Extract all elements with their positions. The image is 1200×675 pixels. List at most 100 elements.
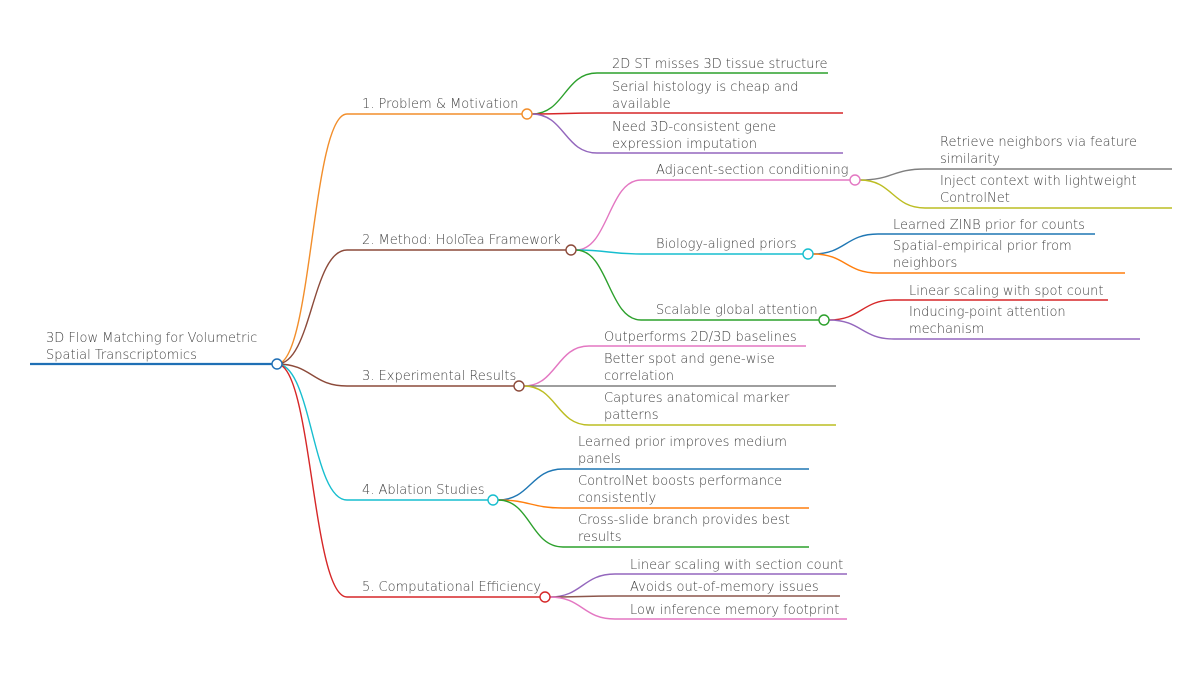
detail-connector <box>828 299 895 321</box>
root-topic-label-line: 3D Flow Matching for Volumetric <box>46 331 258 346</box>
subtopic-label-line: 2D ST misses 3D tissue structure <box>612 57 828 72</box>
subtopic-label-line: Linear scaling with section count <box>630 558 844 573</box>
subtopic-label-line: Biology-aligned priors <box>656 237 797 252</box>
subtopic-label: Captures anatomical marker patterns <box>604 390 789 424</box>
subtopic-node <box>818 314 830 326</box>
subtopic-label-line: Outperforms 2D/3D baselines <box>604 330 797 345</box>
subtopic-label-line: Serial histology is cheap and <box>612 80 799 95</box>
branch-node <box>521 108 533 120</box>
subtopic-label: Serial histology is cheap and available <box>612 79 799 113</box>
detail-label-line: Inject context with lightweight <box>940 174 1137 189</box>
subtopic-label: Better spot and gene-wise correlation <box>604 351 775 385</box>
subtopic-label-line: expression imputation <box>612 137 757 152</box>
detail-label-line: similarity <box>940 152 1000 167</box>
subtopic-label: Learned prior improves medium panels <box>578 434 787 468</box>
detail-label: Spatial-empirical prior from neighbors <box>893 238 1072 272</box>
branch-label: 2. Method: HoloTea Framework <box>362 232 561 249</box>
subtopic-connector <box>575 179 642 251</box>
branch-label: 1. Problem & Motivation <box>362 96 519 113</box>
subtopic-connector <box>531 112 598 115</box>
subtopic-label: Biology-aligned priors <box>656 236 797 253</box>
mindmap-edges <box>30 72 1172 620</box>
branch-label-line: 3. Experimental Results <box>362 369 517 384</box>
branch-label-line: 5. Computational Efficiency <box>362 580 542 595</box>
branch-node <box>539 591 551 603</box>
detail-label: Linear scaling with spot count <box>909 283 1103 300</box>
branch-connector <box>276 363 348 387</box>
subtopic-connector <box>531 113 598 154</box>
subtopic-label: Linear scaling with section count <box>630 557 843 574</box>
root-node <box>271 358 283 370</box>
subtopic-label-line: Avoids out-of-memory issues <box>630 580 819 595</box>
subtopic-label-line: available <box>612 97 671 112</box>
subtopic-connector <box>497 499 564 509</box>
subtopic-label: Avoids out-of-memory issues <box>630 579 819 596</box>
detail-label-line: Learned ZINB prior for counts <box>893 218 1085 233</box>
subtopic-connector <box>531 72 598 115</box>
subtopic-label-line: panels <box>578 452 621 467</box>
subtopic-connector <box>575 249 642 321</box>
mindmap-nodes <box>271 108 861 603</box>
branch-node <box>513 380 525 392</box>
subtopic-node <box>802 248 814 260</box>
subtopic-label: Outperforms 2D/3D baselines <box>604 329 797 346</box>
root-topic-label-line: Spatial Transcriptomics <box>46 348 197 363</box>
subtopic-label-line: Learned prior improves medium <box>578 435 787 450</box>
subtopic-connector <box>497 468 564 501</box>
subtopic-label-line: Cross-slide branch provides best <box>578 513 790 528</box>
branch-label-line: 2. Method: HoloTea Framework <box>362 233 561 248</box>
branch-connector <box>276 113 348 365</box>
subtopic-label-line: Low inference memory footprint <box>630 603 840 618</box>
detail-connector <box>812 233 879 255</box>
subtopic-node <box>849 174 861 186</box>
subtopic-connector <box>575 249 642 255</box>
subtopic-label-line: results <box>578 530 622 545</box>
detail-label-line: Retrieve neighbors via feature <box>940 135 1138 150</box>
branch-label-line: 4. Ablation Studies <box>362 483 485 498</box>
detail-label: Learned ZINB prior for counts <box>893 217 1085 234</box>
subtopic-label-line: Need 3D-consistent gene <box>612 120 777 135</box>
branch-node <box>487 494 499 506</box>
subtopic-label-line: patterns <box>604 408 659 423</box>
branch-label-line: 1. Problem & Motivation <box>362 97 519 112</box>
subtopic-connector <box>497 499 564 548</box>
detail-label-line: Inducing-point attention <box>909 305 1066 320</box>
branch-label: 5. Computational Efficiency <box>362 579 541 596</box>
subtopic-label-line: Scalable global attention <box>656 303 818 318</box>
subtopic-label: Scalable global attention <box>656 302 818 319</box>
subtopic-connector <box>523 385 590 426</box>
detail-connector <box>812 253 879 274</box>
subtopic-label: Cross-slide branch provides best results <box>578 512 790 546</box>
branch-label: 3. Experimental Results <box>362 368 516 385</box>
branch-label: 4. Ablation Studies <box>362 482 485 499</box>
subtopic-label: Need 3D-consistent gene expression imputa… <box>612 119 776 153</box>
branch-connector <box>276 363 348 598</box>
detail-label-line: ControlNet <box>940 191 1010 206</box>
detail-connector <box>828 319 895 340</box>
detail-connector <box>859 168 926 181</box>
detail-label: Retrieve neighbors via feature similarity <box>940 134 1137 168</box>
subtopic-label: Adjacent-section conditioning <box>656 162 848 179</box>
subtopic-connector <box>549 596 616 620</box>
detail-label: Inducing-point attention mechanism <box>909 304 1066 338</box>
subtopic-label-line: Captures anatomical marker <box>604 391 790 406</box>
detail-label-line: neighbors <box>893 256 958 271</box>
subtopic-label-line: ControlNet boosts performance <box>578 474 783 489</box>
subtopic-connector <box>549 573 616 598</box>
detail-connector <box>859 179 926 209</box>
detail-label-line: Spatial-empirical prior from <box>893 239 1072 254</box>
detail-label-line: mechanism <box>909 322 985 337</box>
subtopic-label: 2D ST misses 3D tissue structure <box>612 56 828 73</box>
subtopic-label-line: Better spot and gene-wise <box>604 352 775 367</box>
subtopic-label-line: consistently <box>578 491 657 506</box>
subtopic-label-line: Adjacent-section conditioning <box>656 163 849 178</box>
subtopic-connector <box>523 345 590 387</box>
branch-connector <box>276 363 348 501</box>
subtopic-label: Low inference memory footprint <box>630 602 839 619</box>
subtopic-label-line: correlation <box>604 369 674 384</box>
branch-node <box>565 244 577 256</box>
detail-label-line: Linear scaling with spot count <box>909 284 1104 299</box>
subtopic-label: ControlNet boosts performance consistentl… <box>578 473 782 507</box>
